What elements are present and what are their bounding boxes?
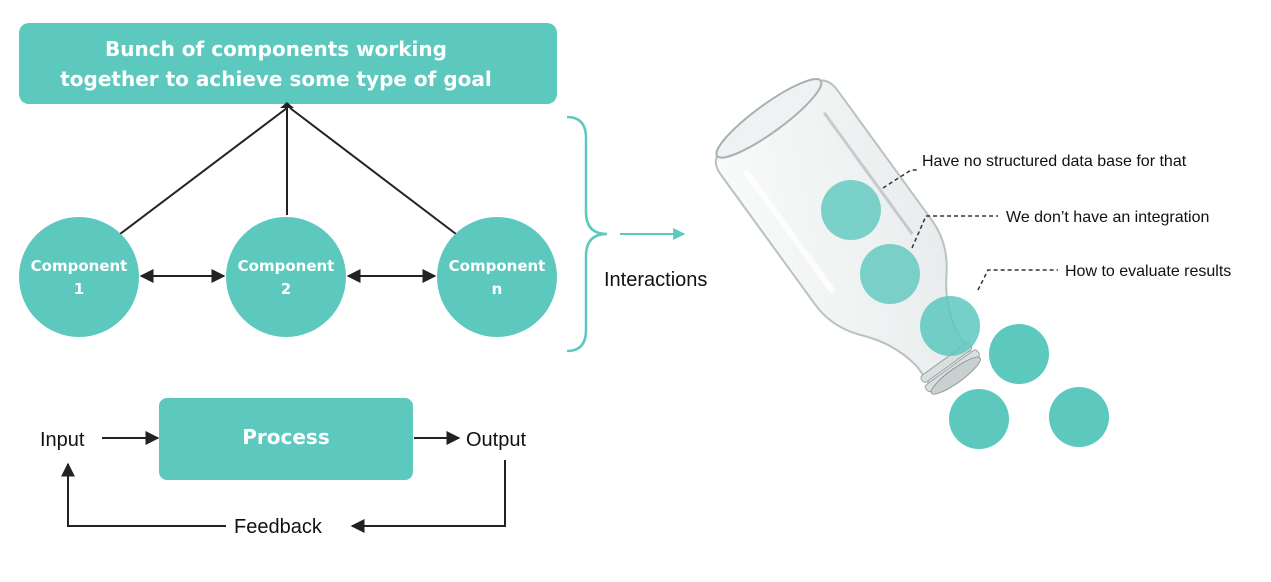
component-links [119,107,457,235]
ball-6 [1049,387,1109,447]
input-label: Input [40,429,85,451]
link-component-1 [119,107,288,235]
interactions-label: Interactions [604,269,707,291]
curly-brace [566,115,608,353]
balls [821,180,1109,449]
component-1-index: 1 [74,280,84,298]
ball-4 [989,324,1049,384]
annotation-text-1: Have no structured data base for that [922,153,1187,170]
component-n: Component n [437,217,557,337]
component-n-name: Component [449,257,546,275]
process-label: Process [242,425,330,449]
feedback-arrow-left [61,462,226,527]
annotation-text-2: We don’t have an integration [1006,209,1209,226]
goal-box: Bunch of components working together to … [19,23,557,104]
ball-3 [920,296,980,356]
component-2-name: Component [238,257,335,275]
component-1: Component 1 [19,217,139,337]
feedback-label: Feedback [234,516,323,538]
process-box [159,398,413,480]
component-n-index: n [492,280,503,298]
goal-arrowhead [280,102,294,108]
annotation-leader-1 [882,169,918,189]
feedback-arrow-right [350,460,506,533]
component-1-name: Component [31,257,128,275]
glass-bottle-illustration [714,78,981,395]
goal-text-line1: Bunch of components working [105,37,447,61]
process-loop: Input Process Output Feedback [40,398,526,538]
ball-2 [860,244,920,304]
annotation-text-3: How to evaluate results [1065,263,1231,280]
component-2: Component 2 [226,217,346,337]
bottle-annotations: Have no structured data base for that We… [882,153,1231,291]
goal-text-line2: together to achieve some type of goal [60,67,491,91]
ball-1 [821,180,881,240]
output-label: Output [466,429,526,451]
annotation-leader-3 [977,269,1058,291]
link-component-n [289,107,457,235]
component-2-index: 2 [281,280,291,298]
ball-5 [949,389,1009,449]
